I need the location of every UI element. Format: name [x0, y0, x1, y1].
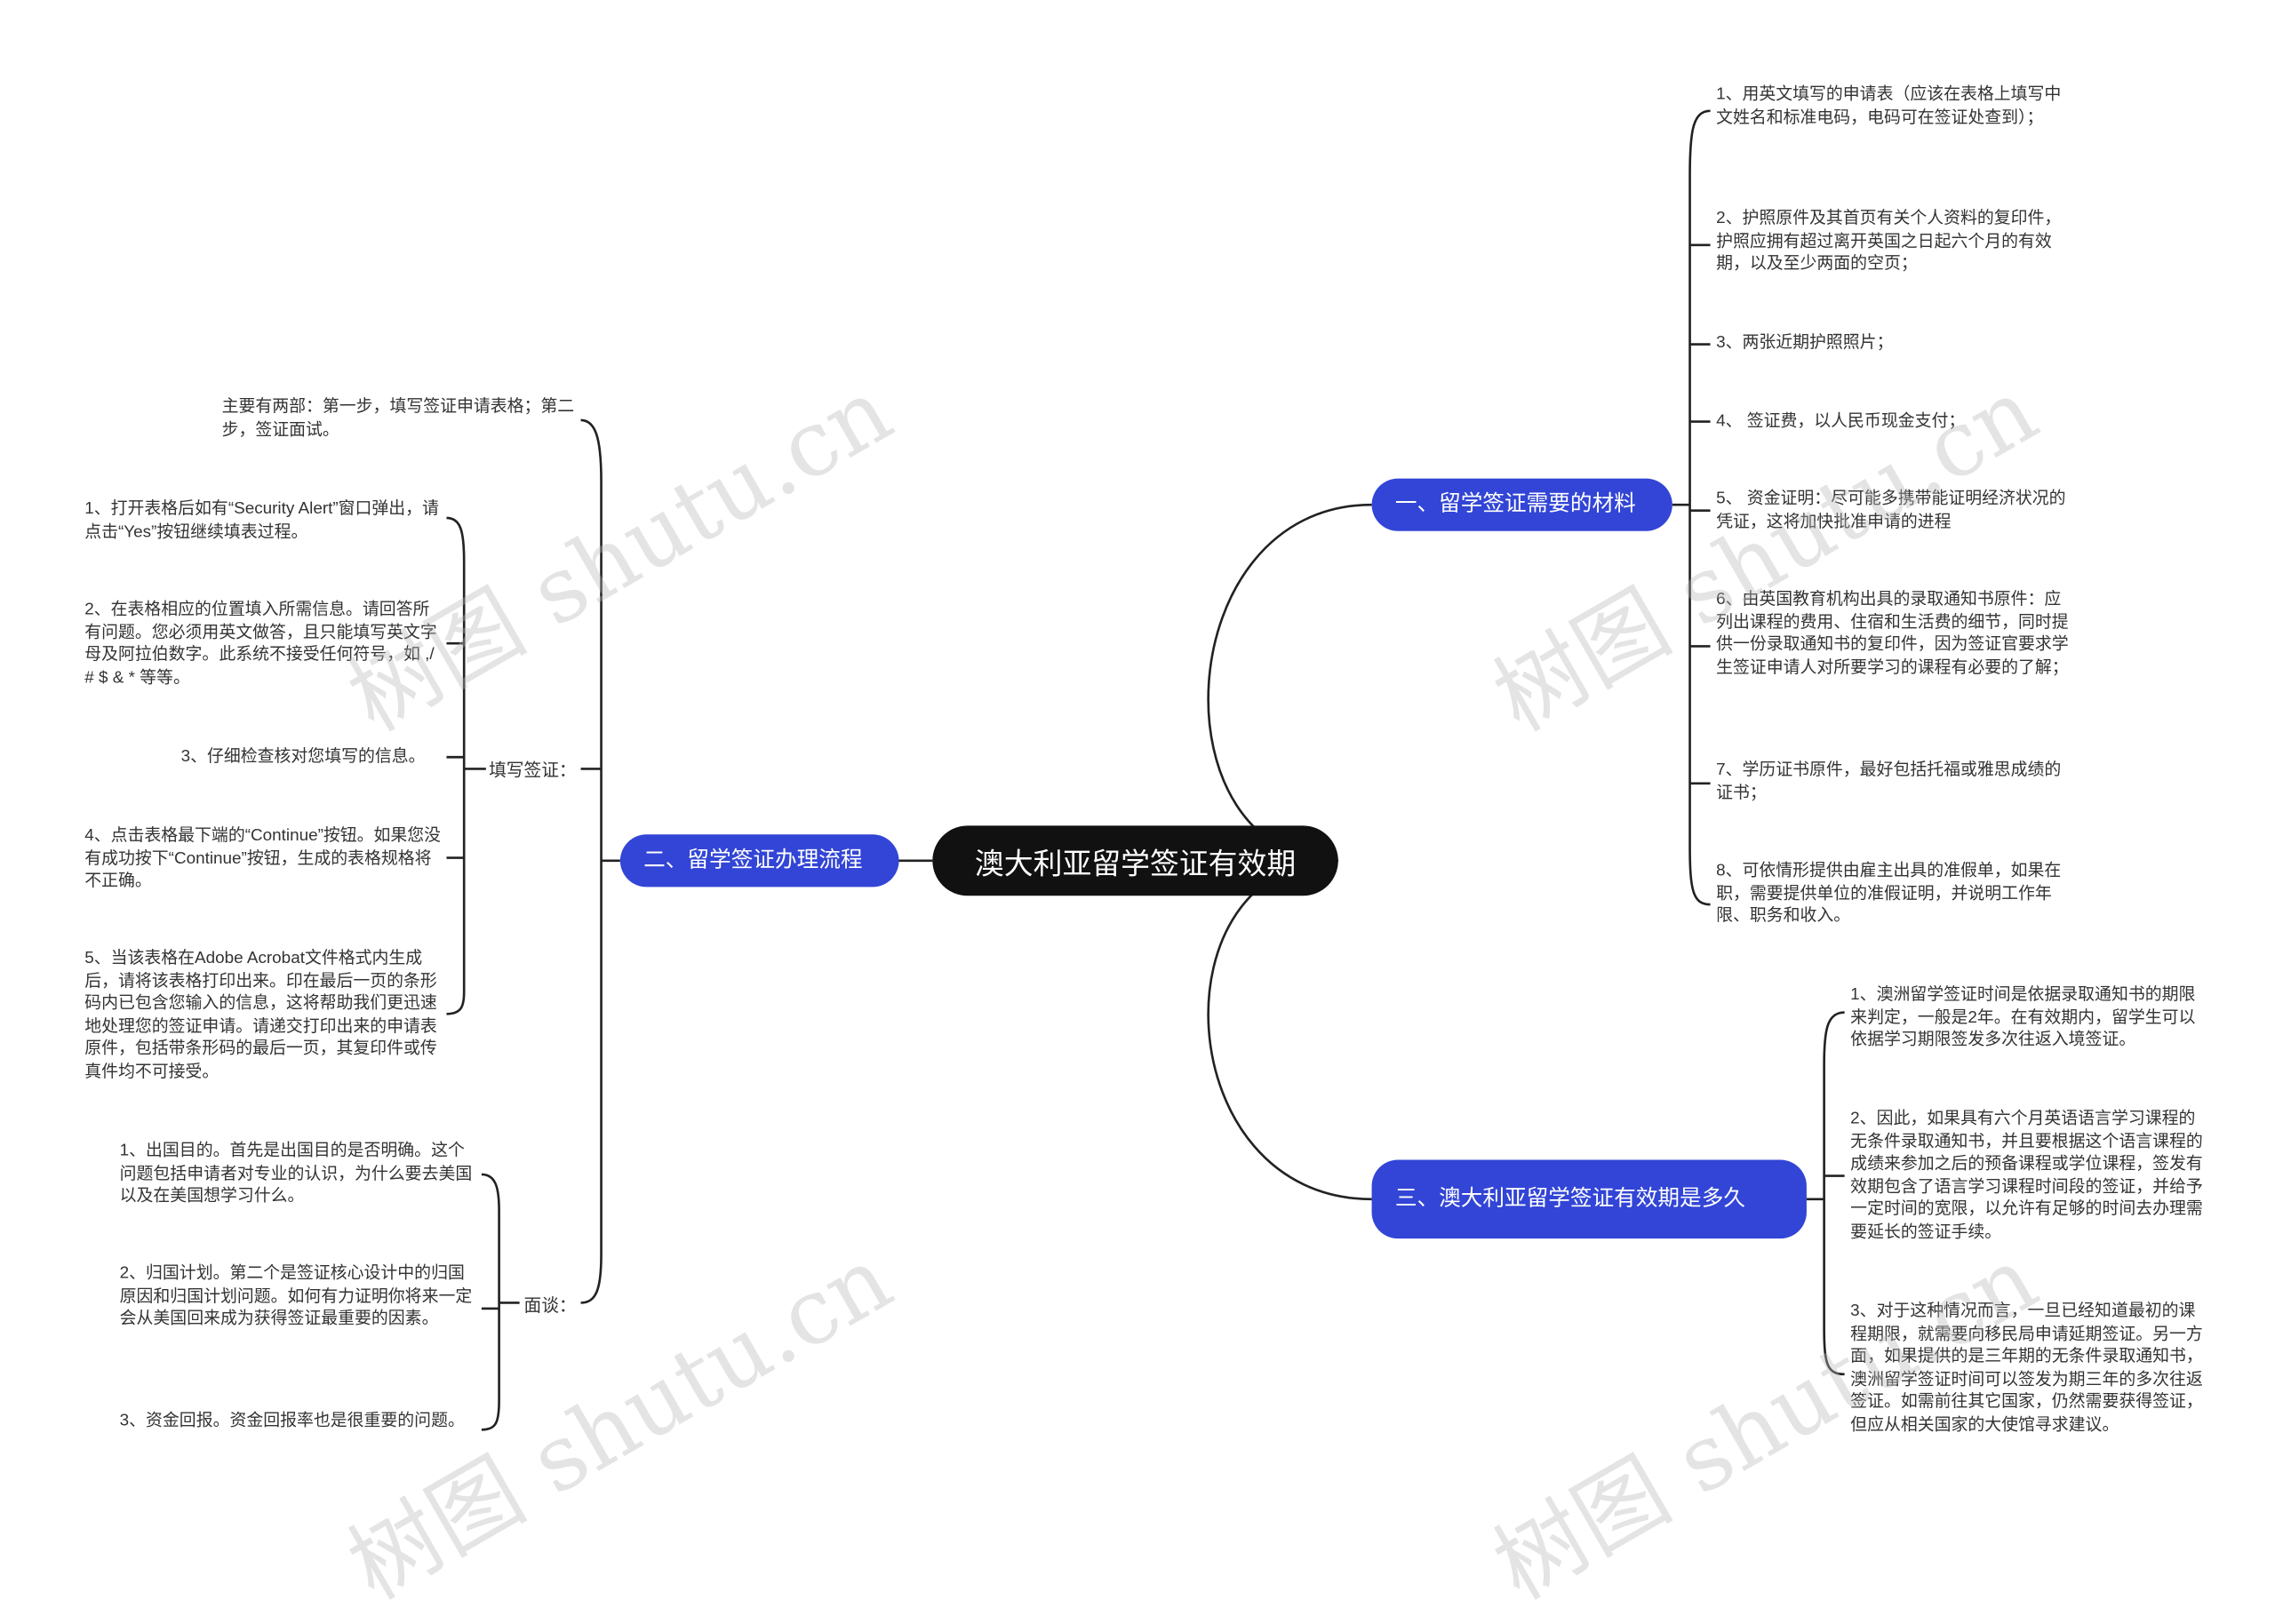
branch-process[interactable]: 二、留学签证办理流程	[619, 834, 899, 888]
validity-item-2[interactable]: 2、因此，如果具有六个月英语语言学习课程的无条件录取通知书，并且要根据这个语言课…	[1850, 1110, 2203, 1242]
validity-item-3[interactable]: 3、对于这种情况而言，一旦已经知道最初的课程期限，就需要向移民局申请延期签证。另…	[1850, 1302, 2203, 1435]
fill-sign-label[interactable]: 填写签证：	[485, 757, 579, 783]
mindmap-canvas: 澳大利亚留学签证有效期 一、留学签证需要的材料 1、用英文填写的申请表（应该在表…	[84, 85, 2203, 1620]
material-item-8[interactable]: 8、可依情形提供由雇主出具的准假单，如果在职，需要提供单位的准假证明，并说明工作…	[1716, 862, 2062, 926]
interview-item-2[interactable]: 2、归国计划。第二个是签证核心设计中的归国原因和归国计划问题。如何有力证明你将来…	[119, 1264, 473, 1328]
root-topic[interactable]: 澳大利亚留学签证有效期	[932, 825, 1338, 896]
material-item-7[interactable]: 7、学历证书原件，最好包括托福或雅思成绩的证书；	[1716, 761, 2062, 802]
branch-validity[interactable]: 三、澳大利亚留学签证有效期是多久	[1371, 1159, 1807, 1239]
fill-step-4[interactable]: 4、点击表格最下端的“Continue”按钮。如果您没有成功按下“Continu…	[84, 827, 442, 890]
fill-step-1[interactable]: 1、打开表格后如有“Security Alert”窗口弹出，请点击“Yes”按钮…	[84, 500, 439, 541]
material-item-6[interactable]: 6、由英国教育机构出具的录取通知书原件：应列出课程的费用、住宿和生活费的细节，同…	[1716, 591, 2069, 677]
interview-item-1[interactable]: 1、出国目的。首先是出国目的是否明确。这个问题包括申请者对专业的认识，为什么要去…	[119, 1142, 473, 1206]
interview-item-3[interactable]: 3、资金回报。资金回报率也是很重要的问题。	[119, 1412, 465, 1430]
interview-label[interactable]: 面谈：	[521, 1292, 579, 1318]
process-intro[interactable]: 主要有两部：第一步，填写签证申请表格；第二步，签证面试。	[221, 398, 575, 439]
material-item-4[interactable]: 4、 签证费，以人民币现金支付；	[1716, 412, 1966, 431]
material-item-2[interactable]: 2、护照原件及其首页有关个人资料的复印件，护照应拥有超过离开英国之日起六个月的有…	[1716, 210, 2062, 274]
material-item-3[interactable]: 3、两张近期护照照片；	[1716, 334, 1894, 352]
fill-step-3[interactable]: 3、仔细检查核对您填写的信息。	[180, 748, 426, 767]
fill-step-2[interactable]: 2、在表格相应的位置填入所需信息。请回答所有问题。您必须用英文做答，且只能填写英…	[84, 601, 437, 688]
validity-item-1[interactable]: 1、澳洲留学签证时间是依据录取通知书的期限来判定，一般是2年。在有效期内，留学生…	[1850, 986, 2196, 1049]
fill-step-5[interactable]: 5、当该表格在Adobe Acrobat文件格式内生成后，请将该表格打印出来。印…	[84, 950, 437, 1081]
material-item-1[interactable]: 1、用英文填写的申请表（应该在表格上填写中文姓名和标准电码，电码可在签证处查到）…	[1716, 85, 2062, 127]
material-item-5[interactable]: 5、 资金证明：尽可能多携带能证明经济状况的凭证，这将加快批准申请的进程	[1716, 490, 2066, 531]
branch-materials[interactable]: 一、留学签证需要的材料	[1371, 478, 1672, 531]
